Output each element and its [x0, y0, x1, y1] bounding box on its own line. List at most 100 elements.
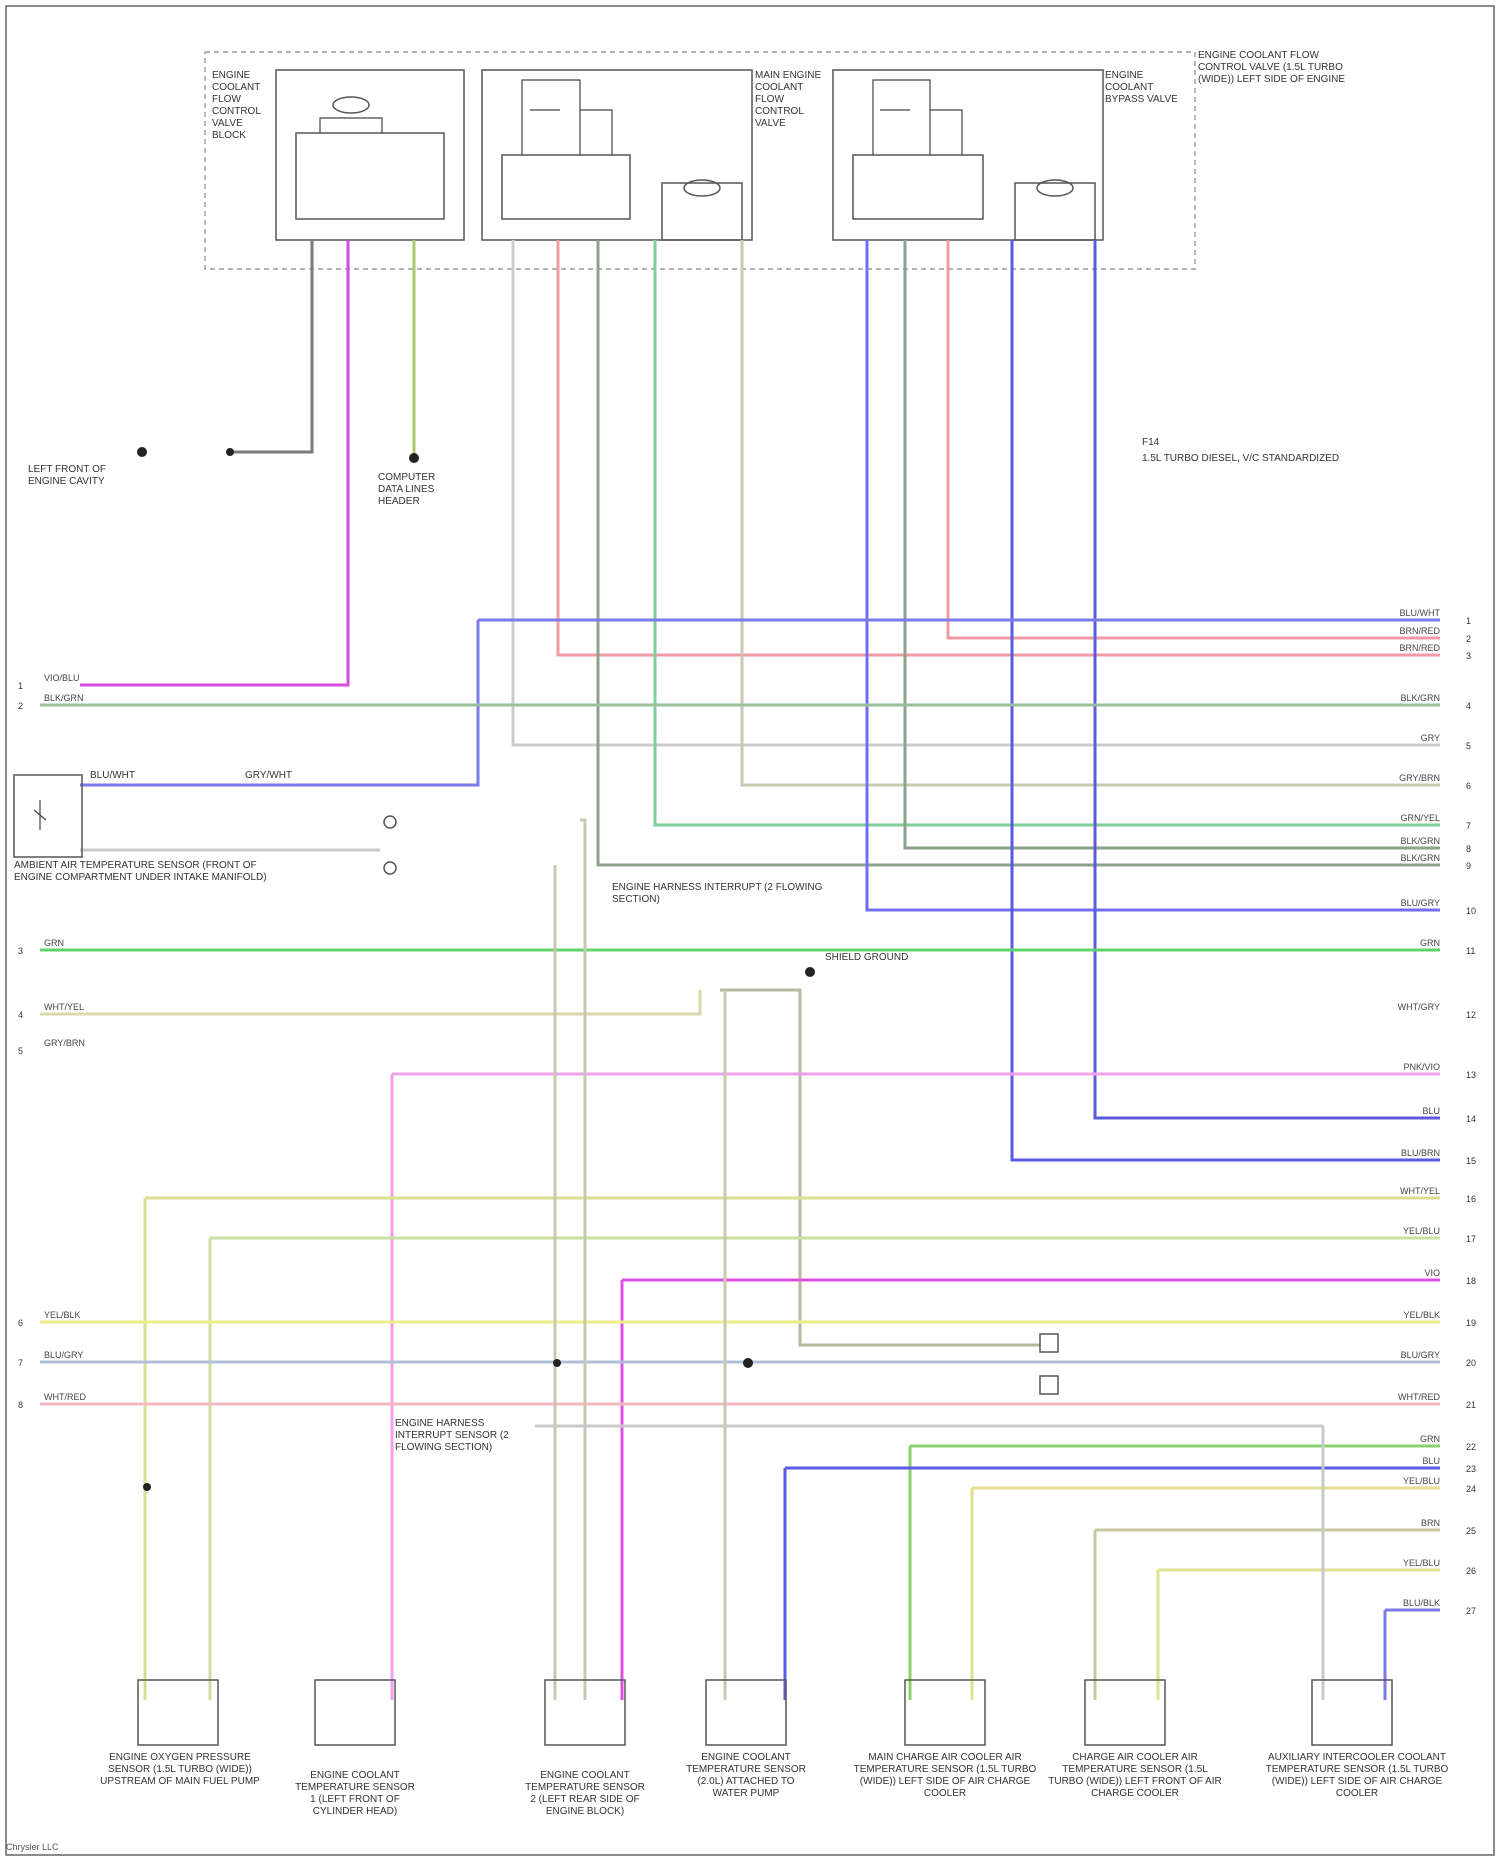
wire-vio-blu	[80, 240, 348, 685]
right-wire-label: BLU/BLK	[1403, 1598, 1440, 1608]
right-wire-label: YEL/BLU	[1403, 1476, 1440, 1486]
right-wire-label: WHT/RED	[1398, 1392, 1440, 1402]
wire-grn-yel	[655, 240, 1440, 825]
left-wire-label: WHT/RED	[44, 1392, 86, 1402]
wire-gry	[513, 240, 1440, 745]
right-pin-number: 13	[1466, 1070, 1476, 1080]
left-wire-label: GRY/BRN	[44, 1038, 85, 1048]
right-pin-number: 9	[1466, 861, 1471, 871]
label-sensor-4: ENGINE COOLANT TEMPERATURE SENSOR (2.0L)…	[686, 1752, 806, 1800]
wire-shield	[720, 990, 1040, 1345]
right-pin-number: 6	[1466, 781, 1471, 791]
right-pin-number: 14	[1466, 1114, 1476, 1124]
right-pin-number: 10	[1466, 906, 1476, 916]
label-sensor-7: AUXILIARY INTERCOOLER COOLANT TEMPERATUR…	[1262, 1752, 1452, 1800]
right-pin-number: 1	[1466, 616, 1471, 626]
right-wire-label: GRY/BRN	[1399, 773, 1440, 783]
left-wire-label: VIO/BLU	[44, 673, 80, 683]
footer-credit: Chrysler LLC	[6, 1842, 59, 1852]
left-wire-label: BLK/GRN	[44, 693, 84, 703]
right-wire-label: VIO	[1424, 1268, 1440, 1278]
right-pin-number: 15	[1466, 1156, 1476, 1166]
right-wire-label: GRN/YEL	[1400, 813, 1440, 823]
label-splice-1: ENGINE HARNESS INTERRUPT (2 FLOWING SECT…	[612, 882, 842, 906]
wire-blu-wht-left	[80, 620, 478, 785]
bottom-sensors-boxes	[138, 1680, 1392, 1745]
right-pin-number: 3	[1466, 651, 1471, 661]
label-sensor-2: ENGINE COOLANT TEMPERATURE SENSOR 1 (LEF…	[295, 1770, 415, 1818]
right-wire-label: YEL/BLU	[1403, 1558, 1440, 1568]
label-splice-2: ENGINE HARNESS INTERRUPT SENSOR (2 FLOWI…	[395, 1418, 535, 1454]
right-pin-number: 20	[1466, 1358, 1476, 1368]
left-pin-number: 4	[18, 1010, 23, 1020]
label-left-wire-1: BLU/WHT	[90, 770, 135, 782]
right-wire-label: BLU	[1422, 1106, 1440, 1116]
wire-brn-red-1	[558, 240, 1440, 655]
label-sensor-1: ENGINE OXYGEN PRESSURE SENSOR (1.5L TURB…	[100, 1752, 260, 1788]
wire-blk-grn-1	[598, 240, 1440, 865]
right-pin-number: 8	[1466, 844, 1471, 854]
left-pin-number: 1	[18, 681, 23, 691]
right-pin-number: 7	[1466, 821, 1471, 831]
right-wire-label: YEL/BLU	[1403, 1226, 1440, 1236]
right-pin-number: 26	[1466, 1566, 1476, 1576]
flow-control-valve-block	[276, 70, 464, 240]
wire-gry-brn	[742, 240, 1440, 785]
left-wire-label: GRN	[44, 938, 64, 948]
label-ground-header: COMPUTER DATA LINES HEADER	[378, 472, 458, 508]
right-wire-label: BLU	[1422, 1456, 1440, 1466]
right-pin-number: 12	[1466, 1010, 1476, 1020]
page-frame	[6, 6, 1494, 1855]
left-pin-number: 8	[18, 1400, 23, 1410]
left-wire-label: BLU/GRY	[44, 1350, 83, 1360]
wire-blu	[1095, 240, 1440, 1118]
label-sensor-6: CHARGE AIR COOLER AIR TEMPERATURE SENSOR…	[1045, 1752, 1225, 1800]
label-coolant-bypass-valve: ENGINE COOLANT BYPASS VALVE	[1105, 70, 1185, 106]
right-pin-number: 21	[1466, 1400, 1476, 1410]
right-wire-label: BLK/GRN	[1400, 693, 1440, 703]
right-wire-label: BRN/RED	[1399, 626, 1440, 636]
right-pin-number: 5	[1466, 741, 1471, 751]
right-pin-number: 24	[1466, 1484, 1476, 1494]
right-wire-label: BLK/GRN	[1400, 836, 1440, 846]
right-wire-label: WHT/YEL	[1400, 1186, 1440, 1196]
right-pin-column: BLU/WHT1BRN/RED2BRN/RED3BLK/GRN4GRY5GRY/…	[1398, 608, 1476, 1616]
right-wire-label: BLU/WHT	[1400, 608, 1441, 618]
wire-blu-gry	[867, 240, 1440, 910]
ground-symbols	[137, 447, 815, 1491]
right-wire-label: BLK/GRN	[1400, 853, 1440, 863]
left-pin-number: 5	[18, 1046, 23, 1056]
main-coolant-flow-valve	[482, 70, 752, 240]
label-ambient-sensor: AMBIENT AIR TEMPERATURE SENSOR (FRONT OF…	[14, 860, 284, 884]
label-sensor-3: ENGINE COOLANT TEMPERATURE SENSOR 2 (LEF…	[525, 1770, 645, 1818]
right-pin-number: 17	[1466, 1234, 1476, 1244]
legend-item-1: F14	[1142, 437, 1159, 449]
left-pin-column: 1VIO/BLU2BLK/GRN3GRN4WHT/YEL5GRY/BRN6YEL…	[18, 673, 86, 1410]
label-main-coolant-valve: MAIN ENGINE COOLANT FLOW CONTROL VALVE	[755, 70, 825, 130]
label-left-wire-2: GRY/WHT	[245, 770, 292, 782]
right-pin-number: 11	[1466, 946, 1475, 956]
wire-blu-brn	[1012, 240, 1440, 1160]
right-wire-label: BLU/BRN	[1401, 1148, 1440, 1158]
right-wire-label: GRN	[1420, 938, 1440, 948]
wire-wht-yel	[40, 990, 700, 1014]
left-wire-label: YEL/BLK	[44, 1310, 81, 1320]
ambient-air-temp-sensor	[14, 775, 82, 857]
right-wire-label: BLU/GRY	[1401, 898, 1440, 908]
coolant-bypass-valve	[833, 70, 1103, 240]
right-pin-number: 19	[1466, 1318, 1476, 1328]
right-wire-label: BLU/GRY	[1401, 1350, 1440, 1360]
label-outer-enclosure: ENGINE COOLANT FLOW CONTROL VALVE (1.5L …	[1198, 50, 1368, 86]
right-pin-number: 27	[1466, 1606, 1476, 1616]
left-pin-number: 6	[18, 1318, 23, 1328]
right-wire-label: YEL/BLK	[1403, 1310, 1440, 1320]
right-pin-number: 4	[1466, 701, 1471, 711]
valve-module-enclosure	[205, 52, 1195, 269]
right-pin-number: 25	[1466, 1526, 1476, 1536]
label-sensor-5: MAIN CHARGE AIR COOLER AIR TEMPERATURE S…	[850, 1752, 1040, 1800]
right-wire-label: WHT/GRY	[1398, 1002, 1440, 1012]
right-wire-label: BRN	[1421, 1518, 1440, 1528]
left-pin-number: 2	[18, 701, 23, 711]
